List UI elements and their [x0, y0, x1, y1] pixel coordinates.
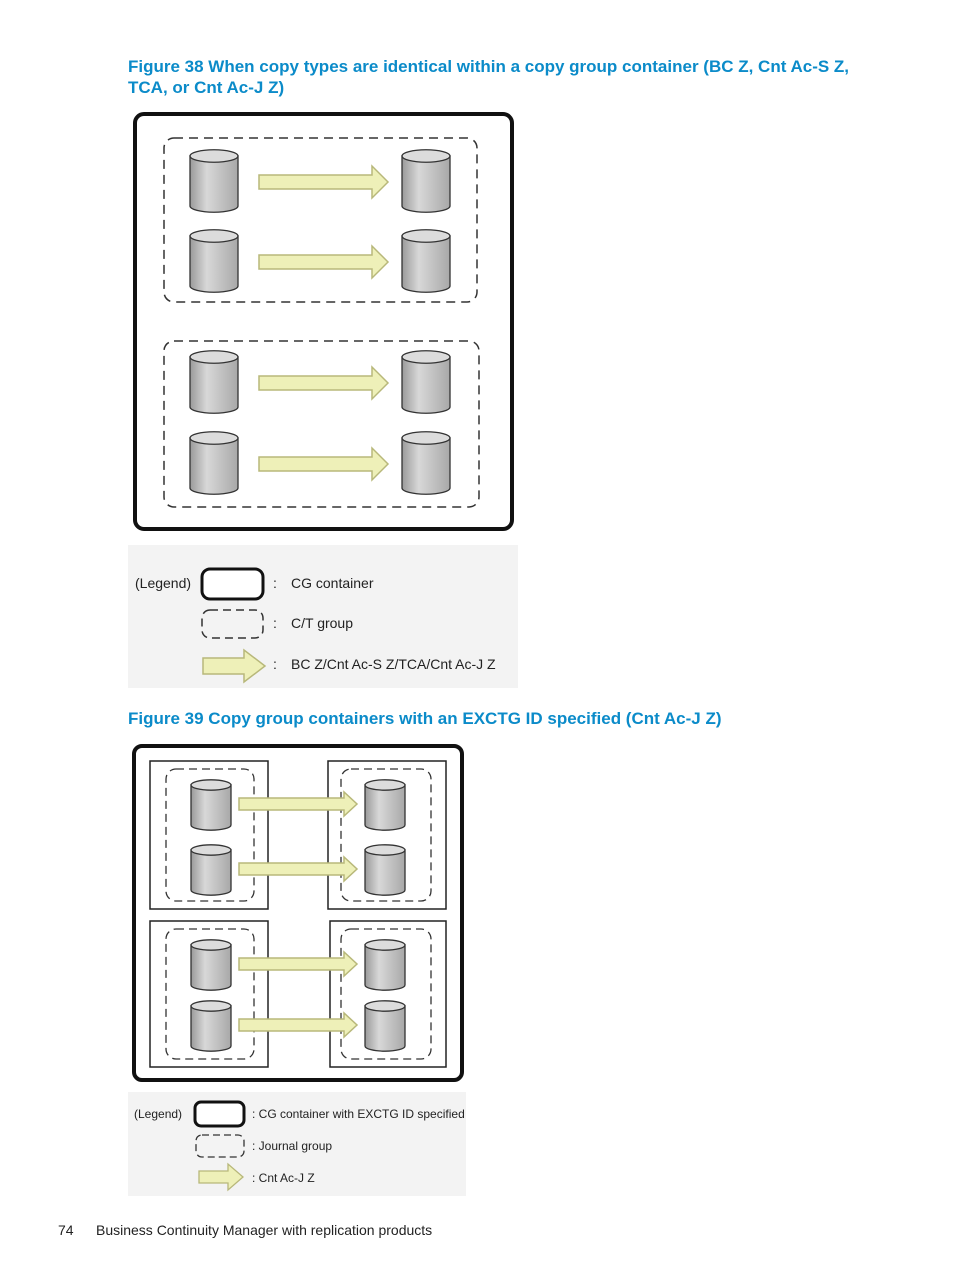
legend-arrow-label: BC Z/Cnt Ac-S Z/TCA/Cnt Ac-J Z [291, 656, 496, 672]
cg-container [133, 112, 514, 531]
volume-icon [190, 844, 232, 896]
legend-ct-group-symbol [201, 609, 264, 639]
figure-39-diagram: (Legend) : CG container with EXCTG ID sp… [128, 744, 466, 1196]
legend-cg-container-symbol [193, 1100, 246, 1128]
page-number: 74 [58, 1222, 74, 1238]
volume-icon [190, 779, 232, 831]
journal-group [340, 928, 432, 1060]
volume-icon [364, 939, 406, 991]
volume-icon [401, 229, 451, 293]
volume-icon [364, 1000, 406, 1052]
legend-arrow-icon [202, 648, 267, 684]
ct-group-bottom [163, 340, 480, 508]
journal-group [340, 768, 432, 902]
legend-heading: (Legend) [135, 575, 191, 591]
volume-icon [189, 149, 239, 213]
legend-cg-container-label: : CG container with EXCTG ID specified [252, 1107, 465, 1121]
legend-separator: : [273, 656, 277, 672]
legend-cg-container-symbol [200, 567, 265, 601]
legend-arrow-icon [198, 1162, 244, 1192]
copy-arrow-icon [258, 446, 390, 482]
legend-background [128, 1092, 466, 1196]
copy-arrow-icon [258, 164, 390, 200]
volume-icon [189, 431, 239, 495]
legend-separator: : [273, 575, 277, 591]
legend-separator: : [273, 615, 277, 631]
volume-icon [401, 431, 451, 495]
copy-arrow-icon [238, 790, 359, 818]
cg-container-inner [149, 760, 269, 910]
cg-container-inner [327, 760, 447, 910]
legend-heading: (Legend) [134, 1107, 182, 1121]
copy-arrow-icon [258, 244, 390, 280]
cg-container-inner [329, 920, 447, 1068]
volume-icon [401, 350, 451, 414]
volume-icon [189, 229, 239, 293]
cg-container-inner [149, 920, 269, 1068]
copy-arrow-icon [238, 950, 359, 978]
figure-38-caption: Figure 38 When copy types are identical … [128, 57, 850, 97]
copy-arrow-icon [238, 855, 359, 883]
legend-ct-group-label: C/T group [291, 615, 353, 631]
copy-arrow-icon [258, 365, 390, 401]
copy-arrow-icon [238, 1011, 359, 1039]
legend-journal-group-symbol [195, 1134, 245, 1158]
figure-39-caption: Figure 39 Copy group containers with an … [128, 709, 722, 728]
volume-icon [189, 350, 239, 414]
legend-cg-container-label: CG container [291, 575, 374, 591]
volume-icon [364, 844, 406, 896]
volume-icon [364, 779, 406, 831]
journal-group [165, 928, 255, 1060]
volume-icon [401, 149, 451, 213]
figure-38-diagram: (Legend) : CG container : C/T group : BC… [128, 112, 518, 688]
journal-group [165, 768, 255, 902]
footer-text: Business Continuity Manager with replica… [96, 1222, 433, 1238]
volume-icon [190, 1000, 232, 1052]
legend-arrow-label: : Cnt Ac-J Z [252, 1171, 315, 1185]
legend-background [128, 545, 518, 688]
ct-group-top [163, 137, 478, 303]
legend-journal-group-label: : Journal group [252, 1139, 332, 1153]
volume-icon [190, 939, 232, 991]
